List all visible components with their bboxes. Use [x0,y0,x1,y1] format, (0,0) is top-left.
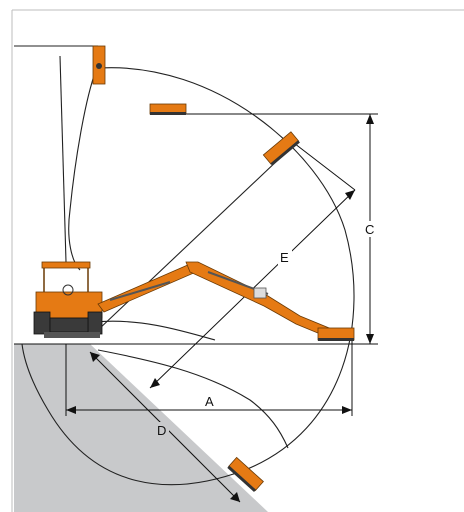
dimension-d-arrow-bottom [230,492,240,502]
inner-sweep-curve-2 [94,320,216,341]
tractor-base [44,332,100,338]
boom-reach-line [97,157,281,331]
boom-arm-icon [97,261,335,339]
left-vertical-guide [59,55,67,263]
dimension-c-arrow-top [366,114,374,124]
dimension-c-label: C [365,222,374,237]
dimension-a-label: A [205,394,214,409]
tractor-steering-wheel [62,284,74,296]
boom-hydraulic-cylinder [109,281,171,301]
mower-head-upper-horizontal-base [150,112,186,115]
inner-sweep-curve [97,349,289,449]
dimension-d-label-bg [155,422,169,438]
dimension-e-extension [289,139,356,191]
dimension-c-label-bg [362,221,378,237]
mower-head-ground-base [318,338,354,341]
boom-joint [253,287,267,299]
dimension-e-label-bg [278,249,292,265]
reach-arc [21,67,355,486]
mower-head-top-pivot [96,63,102,69]
tractor-icon [33,261,103,338]
dimension-e-arrow-top [345,190,355,200]
boom-upper-arm [185,261,335,339]
dimension-d-label: D [157,423,166,438]
mower-head-upper-right [262,131,300,166]
tractor-left-tire [33,311,51,335]
dimension-c-arrow-bottom [366,334,374,344]
mower-head-slope [227,456,264,492]
dimension-e-arrow-bottom [150,378,160,388]
slope-embankment [14,344,268,512]
tractor-bumper [49,317,89,333]
tractor-roof [41,261,91,269]
dimension-a-arrow-left [66,406,76,414]
dimension-e-label: E [280,250,289,265]
dimension-a-arrow-right [342,406,352,414]
flail-mower-head-icon [92,45,355,492]
upper-boom-trace [68,69,97,271]
dimension-d-arrow-top [90,352,100,362]
tractor-cab [43,265,89,295]
tractor-right-tire [87,311,103,335]
